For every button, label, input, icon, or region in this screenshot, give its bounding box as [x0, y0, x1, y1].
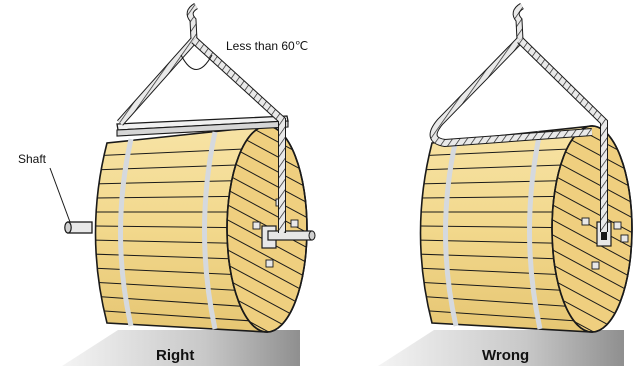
shaft-left-end: [64, 221, 93, 234]
caption-right: Right: [156, 347, 194, 364]
correct-method-illustration: Less than 60℃ Shaft Right: [18, 2, 316, 366]
incorrect-method-illustration: Wrong: [378, 2, 633, 366]
floor-shadow-left: [62, 330, 300, 366]
shaft-label: Shaft: [18, 152, 47, 166]
caption-wrong: Wrong: [482, 347, 529, 364]
cable-drum-right: [94, 125, 316, 333]
floor-shadow-right: [378, 330, 624, 366]
angle-arc: [180, 54, 213, 71]
shaft-leader-line: [49, 167, 71, 223]
angle-label: Less than 60℃: [226, 39, 308, 53]
lifting-rope-wrong: [429, 2, 608, 232]
spreader-bar: [116, 115, 289, 137]
lifting-rope-right: [117, 2, 286, 233]
